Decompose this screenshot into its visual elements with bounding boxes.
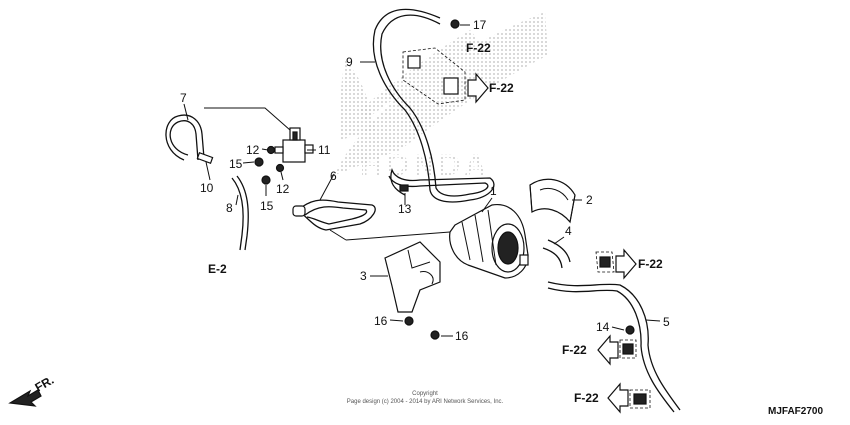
copyright-line-2: Page design (c) 2004 - 2014 by ARI Netwo…	[347, 399, 504, 405]
ref-f22-right: F-22	[638, 257, 663, 271]
ref-f22-bottom-left: F-22	[574, 391, 599, 405]
nut-16b	[430, 330, 440, 340]
connector-10	[196, 152, 214, 164]
ref-arrow-bottom-left	[607, 382, 629, 414]
callout-1: 1	[490, 184, 497, 198]
hose-7	[165, 114, 205, 161]
callout-5: 5	[663, 315, 670, 329]
callout-6: 6	[330, 169, 337, 183]
ref-f22-mid-left: F-22	[562, 343, 587, 357]
hose-4	[542, 239, 571, 269]
callout-2: 2	[586, 193, 593, 207]
honda-wing-watermark: HONDA	[335, 12, 548, 182]
ref-arrow-upper	[467, 72, 489, 104]
callout-9: 9	[346, 55, 353, 69]
ref-e2: E-2	[208, 262, 227, 276]
clip-14	[625, 325, 635, 335]
nut-15b	[261, 175, 271, 185]
svg-text:HONDA: HONDA	[360, 149, 490, 182]
detail-box-upper	[402, 47, 466, 105]
nut-15a	[254, 157, 264, 167]
callout-14: 14	[596, 320, 610, 334]
hose-6	[292, 199, 376, 231]
callout-15a: 15	[229, 157, 243, 171]
callout-15b: 15	[260, 199, 274, 213]
nut-12a	[266, 145, 276, 155]
front-arrow-icon	[8, 389, 42, 407]
callout-8: 8	[226, 201, 233, 215]
valve-11	[274, 127, 314, 163]
callout-13: 13	[398, 202, 412, 216]
callout-16b: 16	[455, 329, 469, 343]
clip-right-f22	[595, 251, 615, 273]
ref-f22-top: F-22	[466, 41, 491, 55]
clip-bottom-left-f22	[629, 389, 651, 409]
callout-17: 17	[473, 18, 487, 32]
ref-arrow-right	[615, 248, 637, 280]
callout-12a: 12	[246, 143, 260, 157]
band-2	[529, 178, 576, 224]
canister-1	[449, 204, 529, 279]
callout-12b: 12	[276, 182, 290, 196]
callout-3: 3	[360, 269, 367, 283]
clip-17	[450, 19, 460, 29]
ref-f22-upper-arrow: F-22	[489, 81, 514, 95]
hose-9	[372, 8, 495, 203]
callout-10: 10	[200, 181, 214, 195]
bracket-3	[384, 241, 441, 313]
callout-16a: 16	[374, 314, 388, 328]
ref-arrow-mid-left	[597, 334, 619, 366]
diagram-code: MJFAF2700	[768, 406, 823, 417]
nut-12b	[275, 163, 285, 173]
callout-4: 4	[565, 224, 572, 238]
hose-5	[547, 281, 681, 413]
clip-mid-left-f22	[619, 339, 637, 359]
nut-16a	[404, 316, 414, 326]
hose-8	[231, 175, 249, 251]
copyright-line-1: Copyright	[412, 391, 438, 397]
callout-7: 7	[180, 91, 187, 105]
callout-11: 11	[318, 143, 331, 157]
leader-lines	[183, 24, 661, 337]
